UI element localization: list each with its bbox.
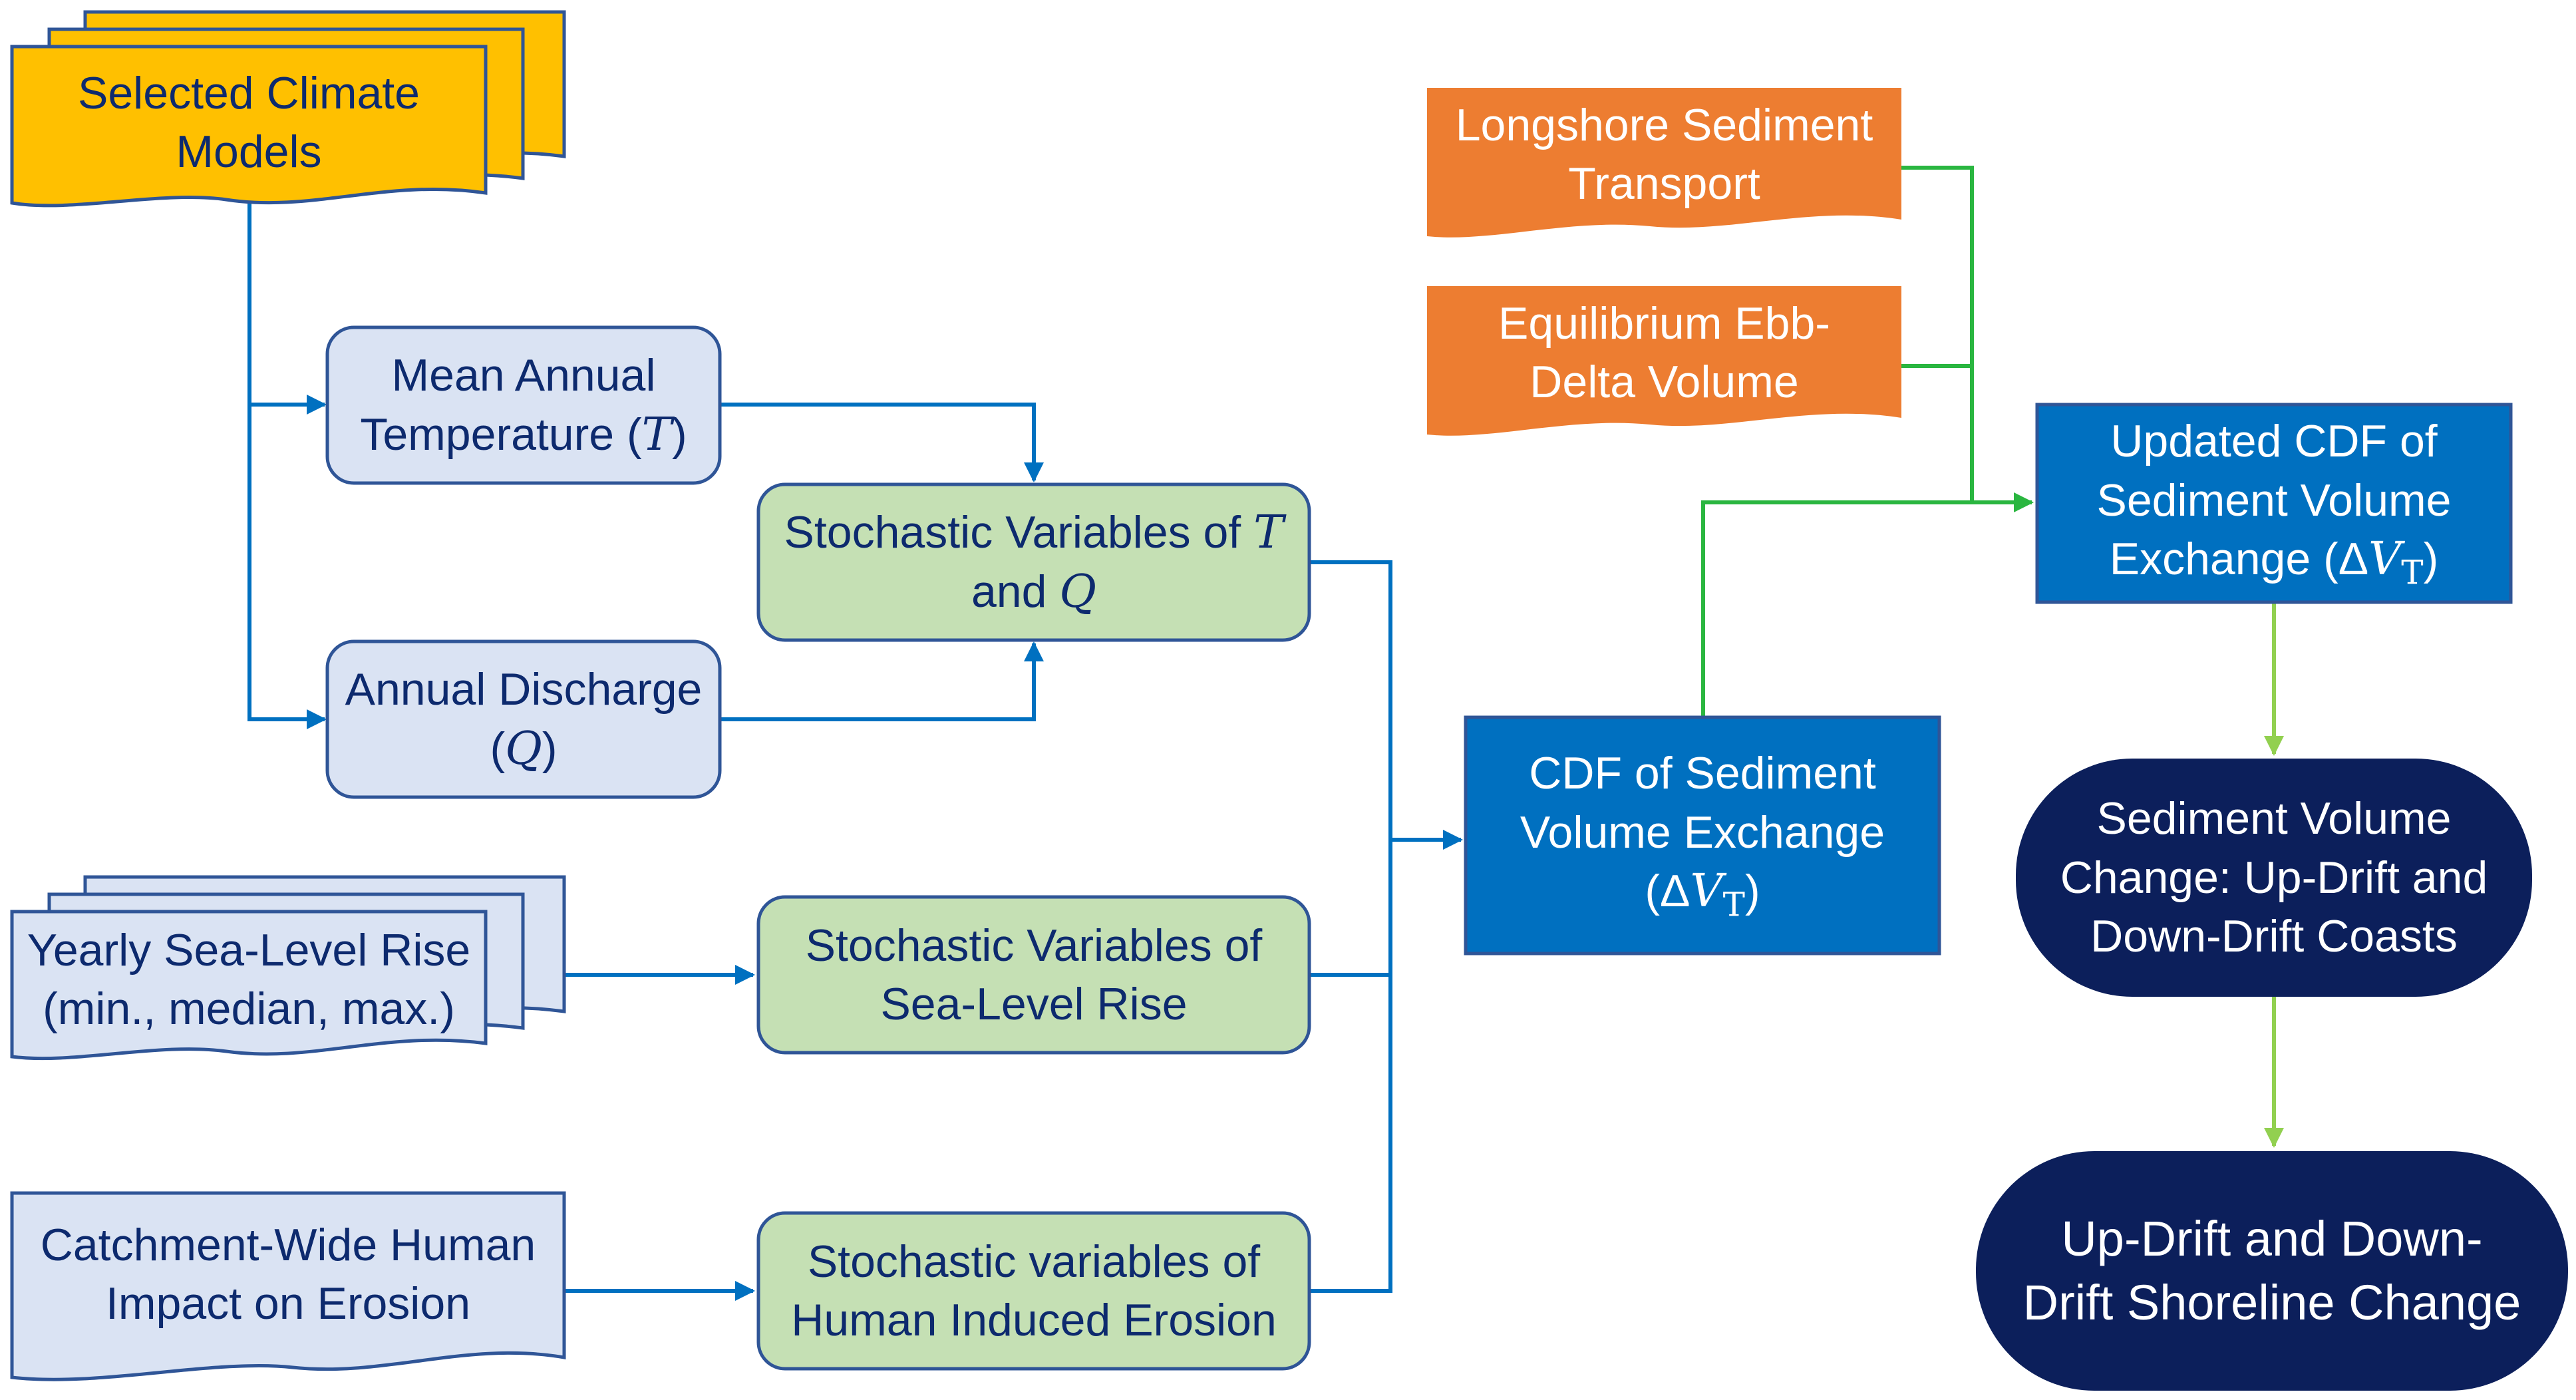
climate-to-discharge-arrow bbox=[247, 399, 327, 729]
updated-line1: Updated CDF of bbox=[2110, 416, 2438, 467]
cdf-label: CDF of Sediment Volume Exchange (ΔVT) bbox=[1466, 717, 1939, 954]
cdf-to-updated-arrow bbox=[1701, 492, 2034, 717]
change-line3: Down-Drift Coasts bbox=[2090, 911, 2458, 962]
temperature-label: Mean Annual Temperature (T) bbox=[327, 327, 720, 483]
stochastic-tq-line1: Stochastic Variables of T bbox=[784, 506, 1284, 559]
stochastic-tq-node bbox=[756, 482, 1311, 642]
stochastic-slr-line2: Sea-Level Rise bbox=[880, 979, 1188, 1029]
temperature-to-stochastic-arrow bbox=[720, 403, 1044, 482]
connectors bbox=[247, 166, 2284, 1301]
stochastic-slr-label: Stochastic Variables of Sea-Level Rise bbox=[758, 897, 1309, 1053]
change-line2: Change: Up-Drift and bbox=[2060, 852, 2488, 903]
discharge-line1: Annual Discharge bbox=[345, 664, 703, 715]
climate-to-temperature-arrow bbox=[247, 200, 327, 415]
ebb-delta-line2: Delta Volume bbox=[1530, 357, 1799, 407]
longshore-line1: Longshore Sediment bbox=[1455, 99, 1873, 150]
human-impact-node bbox=[10, 1191, 566, 1381]
climate-line1: Selected Climate bbox=[77, 67, 420, 118]
sediment-change-label: Sediment Volume Change: Up-Drift and Dow… bbox=[2016, 759, 2532, 997]
stochastic-tq-label: Stochastic Variables of T and Q bbox=[758, 484, 1309, 640]
climate-models-label: Selected Climate Models bbox=[12, 56, 486, 189]
stochastic-slr-node bbox=[756, 895, 1311, 1055]
slr-line2: (min., median, max.) bbox=[43, 983, 455, 1034]
updated-cdf-node bbox=[2035, 403, 2513, 604]
temperature-line1: Mean Annual bbox=[391, 350, 656, 401]
discharge-to-stochastic-arrow bbox=[720, 641, 1044, 721]
cdf-line1: CDF of Sediment bbox=[1529, 748, 1876, 799]
slr-label: Yearly Sea-Level Rise (min., median, max… bbox=[12, 913, 486, 1046]
longshore-label: Longshore Sediment Transport bbox=[1427, 88, 1901, 221]
cdf-line3: (ΔVT) bbox=[1645, 865, 1760, 924]
ebb-delta-line1: Equilibrium Ebb- bbox=[1498, 297, 1830, 349]
human-impact-label: Catchment-Wide Human Impact on Erosion bbox=[12, 1198, 564, 1351]
updated-line3: Exchange (ΔVT) bbox=[2109, 533, 2439, 592]
longshore-line2: Transport bbox=[1568, 158, 1760, 209]
stochastic-tq-line2: and Q bbox=[971, 566, 1097, 618]
human-line1: Catchment-Wide Human bbox=[40, 1219, 536, 1270]
ebb-delta-label: Equilibrium Ebb- Delta Volume bbox=[1427, 286, 1901, 419]
slr-line1: Yearly Sea-Level Rise bbox=[27, 924, 471, 975]
discharge-node bbox=[325, 639, 722, 799]
updated-cdf-label: Updated CDF of Sediment Volume Exchange … bbox=[2037, 405, 2511, 602]
shoreline-change-node bbox=[1976, 1151, 2568, 1391]
stochastic-tq-collector bbox=[1309, 560, 1392, 1293]
shoreline-line2: Drift Shoreline Change bbox=[2022, 1275, 2521, 1330]
stochastic-human-node bbox=[756, 1211, 1311, 1371]
sediment-change-node bbox=[2016, 759, 2532, 997]
ebb-delta-node bbox=[1427, 286, 1901, 436]
discharge-label: Annual Discharge (Q) bbox=[327, 641, 720, 797]
slr-node bbox=[10, 875, 566, 1061]
temperature-node bbox=[325, 325, 722, 485]
cdf-node bbox=[1464, 715, 1941, 956]
climate-line2: Models bbox=[176, 126, 322, 177]
shoreline-change-label: Up-Drift and Down- Drift Shoreline Chang… bbox=[1976, 1151, 2568, 1391]
human-line2: Impact on Erosion bbox=[105, 1278, 471, 1329]
change-line1: Sediment Volume bbox=[2096, 793, 2452, 844]
shoreline-line1: Up-Drift and Down- bbox=[2061, 1210, 2483, 1266]
discharge-line2: (Q) bbox=[490, 722, 558, 775]
temperature-line2: Temperature (T) bbox=[360, 408, 687, 461]
stochastic-human-label: Stochastic variables of Human Induced Er… bbox=[758, 1213, 1309, 1369]
climate-models-node bbox=[10, 10, 566, 208]
stochastic-slr-line1: Stochastic Variables of bbox=[805, 920, 1263, 971]
cdf-line2: Volume Exchange bbox=[1520, 806, 1885, 858]
updated-line2: Sediment Volume bbox=[2096, 474, 2452, 526]
longshore-connector bbox=[1901, 166, 1974, 502]
longshore-node bbox=[1427, 88, 1901, 238]
stochastic-human-line1: Stochastic variables of bbox=[807, 1236, 1261, 1287]
stochastic-human-line2: Human Induced Erosion bbox=[791, 1295, 1277, 1345]
